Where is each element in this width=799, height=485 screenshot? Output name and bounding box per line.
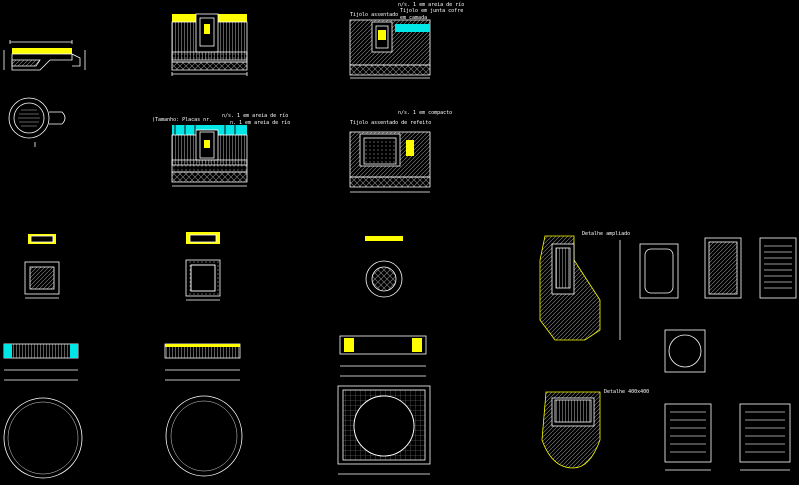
trench-2-caption: (Tamanho: Placas nr.: [152, 117, 213, 123]
enlarged-detail-2-label: Detalhe 400x400: [604, 389, 650, 395]
enlarged-detail-2: [541, 391, 791, 471]
ring-section-1: [3, 343, 83, 479]
trench-section-1: [171, 13, 248, 76]
trench-section-4: [349, 131, 431, 193]
trench-1-note-c: em camada: [400, 15, 428, 21]
trench-2-caption-b: n. 1 em areia de río: [230, 120, 291, 126]
trench-3-note-a: n/s. 1 em compacto: [398, 110, 453, 116]
trench-section-3: [349, 19, 431, 79]
grate-round-manhole: [365, 236, 403, 298]
trench-1-note-b: Tijolo em junta cofre: [400, 8, 464, 14]
grate-small-1: [24, 234, 60, 299]
square-manhole-grid: [337, 335, 431, 475]
trench-3-caption: Tijolo assentado de refeito: [350, 120, 432, 126]
trench-1-caption: Tijolo assentado: [350, 12, 399, 18]
trench-1-note-a: n/s. 1 em areia de río: [398, 2, 465, 8]
enlarged-detail-1-label: Detalhe ampliado: [582, 231, 631, 237]
gutter-plan-view: [8, 97, 66, 147]
grate-small-2: [185, 232, 221, 301]
gutter-profile-section: [3, 40, 86, 71]
trench-2-note-a: n/s. 1 em areia de río: [222, 113, 289, 119]
trench-section-2: [171, 125, 248, 187]
enlarged-detail-1: [539, 235, 797, 373]
ring-section-2: [164, 343, 243, 477]
